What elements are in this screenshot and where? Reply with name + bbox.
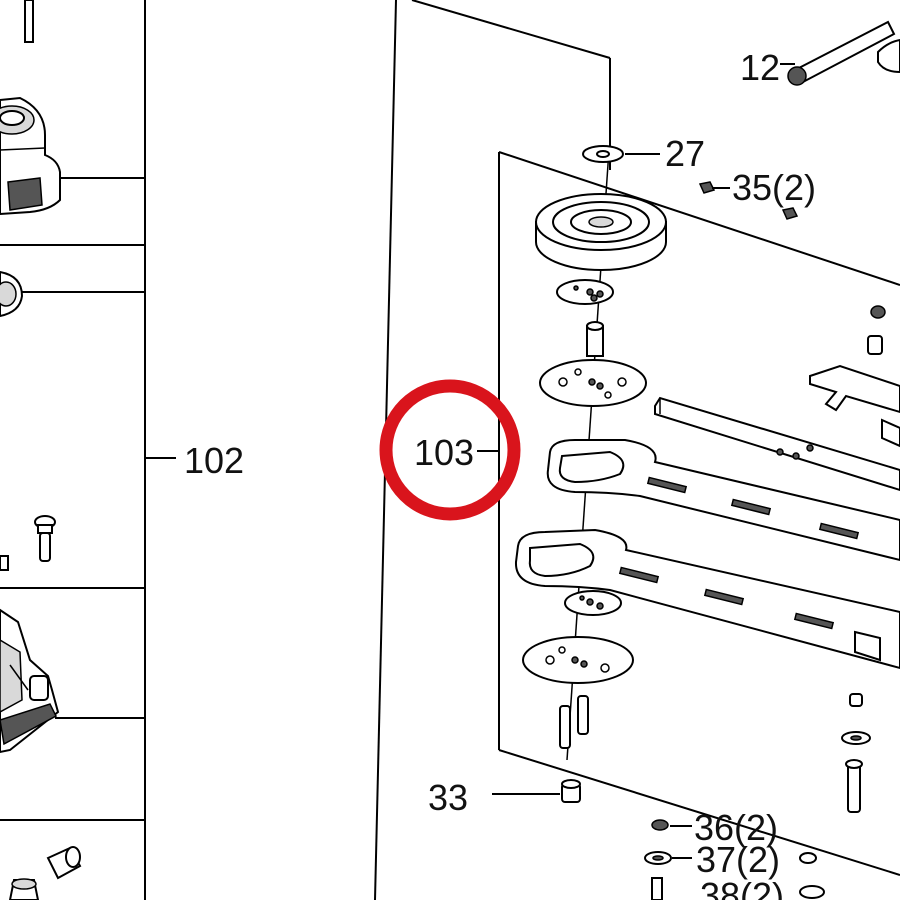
nut-part-35 xyxy=(698,181,799,220)
disk-part-lower xyxy=(564,590,622,616)
post-part xyxy=(0,555,9,571)
pin-part xyxy=(24,0,34,43)
highlight-circle xyxy=(379,379,521,521)
label-103: 103 xyxy=(414,432,474,473)
label-102: 102 xyxy=(184,440,244,481)
rail-part xyxy=(654,396,900,492)
label-33: 33 xyxy=(428,777,468,818)
disk-part xyxy=(556,279,614,305)
gear-part xyxy=(0,270,24,318)
flange-part xyxy=(539,359,647,407)
pulley-part xyxy=(535,193,667,271)
label-27: 27 xyxy=(665,133,705,174)
assembly-102: 102 xyxy=(0,0,244,900)
label-37: 37(2) xyxy=(696,839,780,880)
bushing-part xyxy=(46,846,82,880)
label-38: 38(2) xyxy=(700,875,784,900)
side-hardware xyxy=(841,693,871,813)
bracket-part xyxy=(809,305,900,448)
flange-part-lower xyxy=(522,636,634,684)
label-36: 36(2) xyxy=(694,807,778,848)
slotted-plate-lower xyxy=(514,528,900,670)
knob-part xyxy=(8,878,40,900)
nut-part-36 xyxy=(651,819,669,831)
assembly-103: 12 27 35(2) xyxy=(374,0,900,900)
label-35: 35(2) xyxy=(732,167,816,208)
base-housing-part xyxy=(0,608,60,754)
slotted-plate-upper xyxy=(546,439,900,562)
screw-part-38 xyxy=(651,852,825,900)
housing-part xyxy=(0,96,61,216)
screw-part xyxy=(34,515,56,562)
spacer-part xyxy=(586,321,604,357)
washer-part-27 xyxy=(582,145,624,163)
washer-part-37 xyxy=(644,851,672,865)
pins-part xyxy=(559,695,589,749)
bushing-part-33 xyxy=(561,779,581,803)
rod-part-12 xyxy=(787,20,900,86)
label-12: 12 xyxy=(740,47,780,88)
